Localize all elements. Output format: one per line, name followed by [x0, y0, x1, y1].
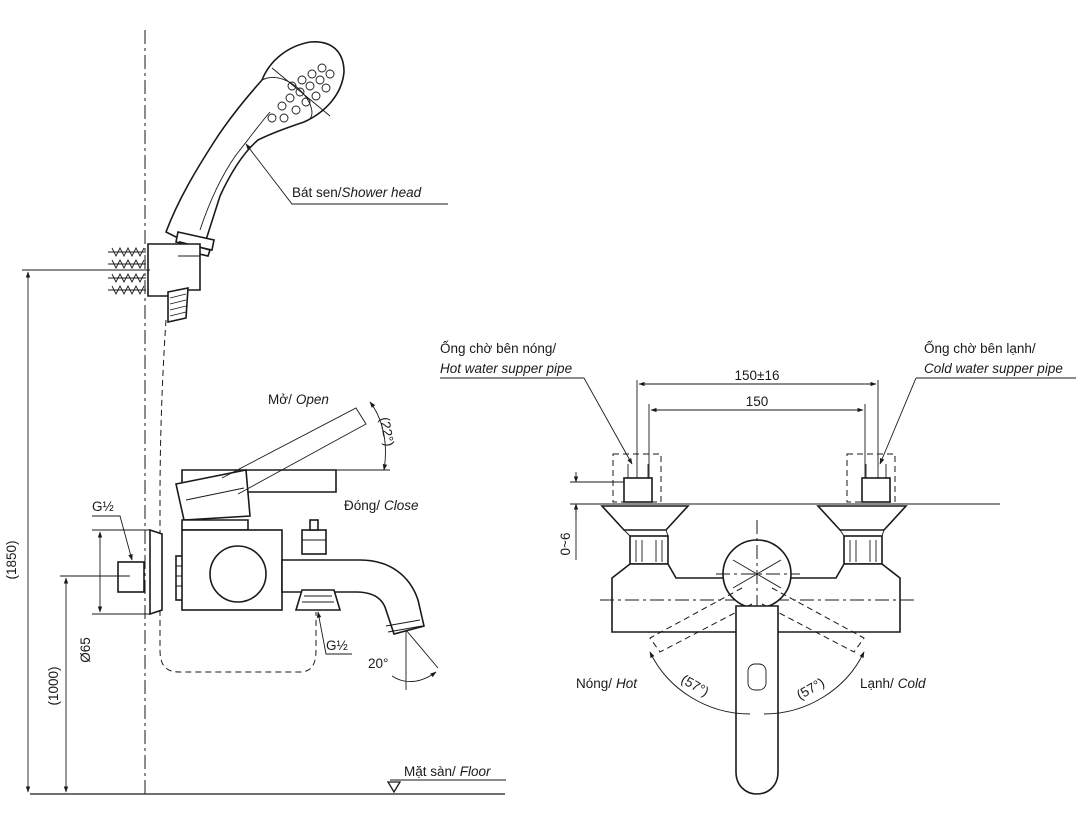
hot-pipe-label-en: Hot water supper pipe — [440, 361, 572, 376]
cold-label: Lạnh/ — [860, 676, 894, 691]
front-view: Ống chờ bên nóng/ Hot water supper pipe … — [440, 341, 1076, 795]
valve-body — [117, 519, 425, 635]
spacing-tolerance-label: 150±16 — [735, 368, 780, 383]
spacing-label: 150 — [746, 394, 769, 409]
lever-handle — [175, 407, 367, 531]
diameter-label: Ø65 — [78, 637, 93, 663]
inlet-thread-label: G½ — [92, 499, 114, 514]
svg-text:Mở/Open: Mở/Open — [268, 392, 329, 407]
svg-text:Mặt sàn/Floor: Mặt sàn/Floor — [404, 764, 491, 779]
height-total: (1850) — [4, 540, 19, 579]
hot-label: Nóng/ — [576, 676, 612, 691]
spout-angle-label: 20° — [368, 656, 388, 671]
open-angle-label: (22°) — [377, 416, 397, 448]
offset-label: 0~6 — [558, 533, 573, 556]
cold-pipe-label-en: Cold water supper pipe — [924, 361, 1063, 376]
outlet-thread-label: G½ — [326, 638, 348, 653]
shower-hose — [159, 319, 317, 673]
floor-label-en: Floor — [460, 764, 491, 779]
height-valve: (1000) — [46, 666, 61, 705]
shower-head — [164, 41, 345, 257]
cold-pipe-label: Ống chờ bên lạnh/ — [924, 341, 1036, 356]
hot-label-en: Hot — [616, 676, 638, 691]
svg-text:Bát sen/Shower head: Bát sen/Shower head — [292, 185, 422, 200]
close-label: Đóng/ — [344, 498, 380, 513]
hot-angle-label: (57°) — [679, 672, 712, 700]
hot-pipe-label: Ống chờ bên nóng/ — [440, 341, 556, 356]
open-label-en: Open — [296, 392, 329, 407]
svg-text:Nóng/Hot: Nóng/Hot — [576, 676, 638, 691]
svg-text:Đóng/Close: Đóng/Close — [344, 498, 419, 513]
cold-angle-label: (57°) — [794, 675, 827, 703]
svg-text:Lạnh/Cold: Lạnh/Cold — [860, 676, 926, 691]
wall-bracket — [108, 243, 201, 297]
open-label: Mở/ — [268, 392, 292, 407]
front-lever[interactable] — [735, 605, 779, 795]
close-label-en: Close — [384, 498, 419, 513]
side-view: (1850) (1000) Ø65 G½ G½ Bát sen/Shower h… — [4, 30, 506, 795]
shower-head-label: Bát sen/ — [292, 185, 342, 200]
cold-label-en: Cold — [898, 676, 926, 691]
shower-head-label-en: Shower head — [342, 185, 422, 200]
floor-label: Mặt sàn/ — [404, 764, 456, 779]
